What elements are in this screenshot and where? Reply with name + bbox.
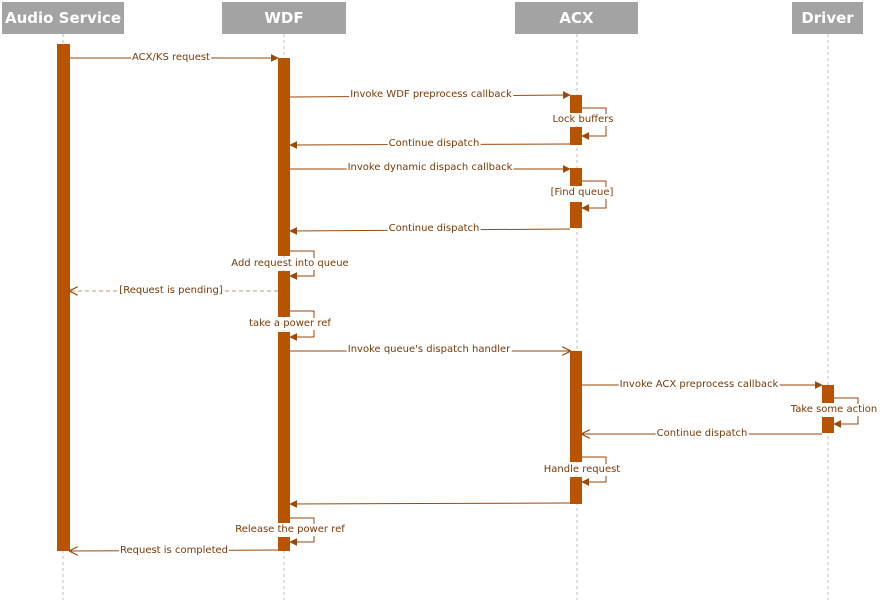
participant-driver: Driver (792, 2, 863, 34)
activation-driver-1 (822, 385, 834, 403)
activation-acx-6 (570, 477, 582, 504)
participant-wdf: WDF (222, 2, 346, 34)
activation-acx-4 (570, 202, 582, 228)
label-handle-request: Handle request (542, 464, 622, 476)
label-invoke-wdf-preprocess: Invoke WDF preprocess callback (349, 89, 513, 101)
label-lock-buffers: Lock buffers (551, 114, 615, 126)
participant-acx: ACX (515, 2, 638, 34)
activation-acx-1 (570, 95, 582, 113)
label-find-queue: [Find queue] (549, 187, 615, 199)
activation-wdf-1 (278, 58, 290, 256)
arrow-return-to-wdf (289, 499, 571, 508)
activation-wdf-3 (278, 332, 290, 523)
label-request-pending: [Request is pending] (118, 285, 224, 297)
label-continue-dispatch-1: Continue dispatch (387, 138, 481, 150)
label-add-request-into-queue: Add request into queue (230, 258, 350, 270)
label-take-power-ref: take a power ref (248, 318, 332, 330)
activation-wdf-4 (278, 537, 290, 551)
label-invoke-acx-preprocess: Invoke ACX preprocess callback (618, 379, 780, 391)
label-continue-dispatch-3: Continue dispatch (655, 428, 749, 440)
label-acx-ks-request: ACX/KS request (131, 52, 211, 64)
activation-audio-service (57, 44, 70, 551)
activation-driver-2 (822, 417, 834, 433)
label-invoke-dynamic-dispatch: Invoke dynamic dispach callback (346, 162, 514, 174)
activation-acx-2 (570, 127, 582, 145)
participant-audio-service: Audio Service (2, 2, 124, 34)
label-release-power-ref: Release the power ref (234, 524, 346, 536)
label-invoke-queue-dispatch: Invoke queue's dispatch handler (346, 344, 512, 356)
activation-acx-3 (570, 168, 582, 186)
label-take-some-action: Take some action (789, 404, 879, 416)
activation-acx-5 (570, 351, 582, 462)
label-continue-dispatch-2: Continue dispatch (387, 223, 481, 235)
label-request-completed: Request is completed (118, 545, 230, 557)
activation-wdf-2 (278, 271, 290, 317)
